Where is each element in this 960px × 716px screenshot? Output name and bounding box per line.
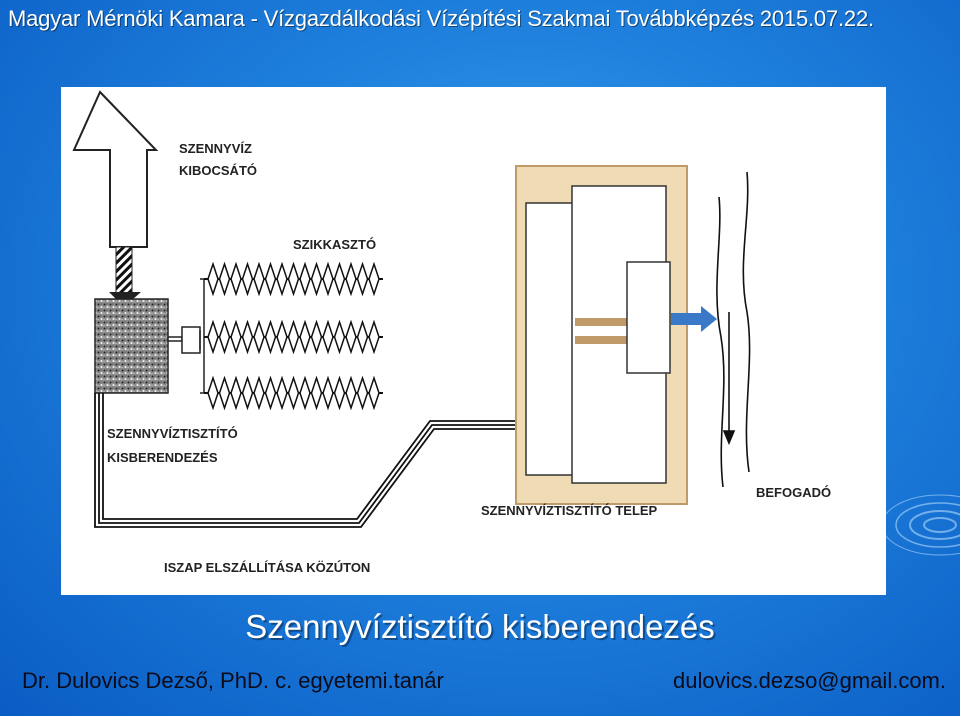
label-outlet-2: KIBOCSÁTÓ <box>179 163 257 178</box>
footer-email: dulovics.dezso@gmail.com. <box>673 668 946 693</box>
drain-diamond <box>333 261 346 297</box>
drain-diamond <box>310 261 323 297</box>
drain-diamond <box>276 319 288 355</box>
label-unit-1: SZENNYVÍZTISZTÍTÓ <box>107 426 238 441</box>
river-lines <box>716 171 751 488</box>
drain-diamond <box>368 375 380 411</box>
drain-diamond <box>264 319 277 355</box>
drain-diamond <box>253 261 265 297</box>
drain-diamond <box>310 375 323 411</box>
label-receiver: BEFOGADÓ <box>756 485 831 500</box>
drain-diamond <box>276 261 288 297</box>
drain-diamond <box>207 375 219 411</box>
drain-manifold <box>167 278 205 394</box>
drain-diamond <box>241 261 254 297</box>
label-unit-2: KISBERENDEZÉS <box>107 450 218 465</box>
drain-diamond <box>253 375 265 411</box>
label-drain: SZIKKASZTÓ <box>293 237 376 252</box>
outlet-arrow-icon <box>72 90 159 307</box>
header-title: Magyar Mérnöki Kamara - Vízgazdálkodási … <box>8 6 874 31</box>
drain-diamond <box>345 319 357 355</box>
drain-diamond <box>241 375 254 411</box>
drain-diamond <box>218 319 231 355</box>
drain-diamond <box>207 261 219 297</box>
drain-diamond <box>310 319 323 355</box>
drain-diamond <box>333 319 346 355</box>
drain-diamond <box>264 261 277 297</box>
label-plant: SZENNYVÍZTISZTÍTÓ TELEP <box>481 503 658 518</box>
drain-diamond <box>230 375 242 411</box>
treatment-unit-box <box>94 298 169 394</box>
drain-diamond <box>356 319 369 355</box>
drain-diamond <box>345 375 357 411</box>
drain-diamond <box>264 375 277 411</box>
drain-diamond <box>299 375 311 411</box>
drain-diamond <box>299 261 311 297</box>
drain-diamond <box>356 375 369 411</box>
drain-diamond <box>253 319 265 355</box>
drain-diamond <box>322 261 334 297</box>
drain-diamond <box>322 319 334 355</box>
treatment-diagram: SZENNYVÍZ KIBOCSÁTÓ SZIKKASZTÓ SZENNYVÍZ… <box>72 90 831 575</box>
drain-diamond <box>356 261 369 297</box>
sludge-pipe <box>94 393 521 528</box>
drain-diamond <box>218 261 231 297</box>
label-outlet-1: SZENNYVÍZ <box>179 141 252 156</box>
drain-diamond <box>230 261 242 297</box>
drain-diamond <box>287 319 300 355</box>
drain-diamond <box>333 375 346 411</box>
drain-diamond-row <box>207 261 380 411</box>
drain-diamond <box>207 319 219 355</box>
drain-diamond <box>218 375 231 411</box>
drain-diamond <box>230 319 242 355</box>
drain-diamond <box>322 375 334 411</box>
drain-diamond <box>299 319 311 355</box>
footer-author: Dr. Dulovics Dezső, PhD. c. egyetemi.tan… <box>22 668 444 693</box>
drain-diamond <box>287 375 300 411</box>
drain-diamond <box>368 261 380 297</box>
drain-diamond <box>368 319 380 355</box>
label-sludge: ISZAP ELSZÁLLÍTÁSA KÖZÚTON <box>164 560 370 575</box>
drain-diamond <box>241 319 254 355</box>
treatment-plant <box>515 165 688 505</box>
diagram-figure: SZENNYVÍZ KIBOCSÁTÓ SZIKKASZTÓ SZENNYVÍZ… <box>61 87 886 595</box>
drain-diamond <box>276 375 288 411</box>
drain-diamond <box>287 261 300 297</box>
effluent-arrow-icon <box>671 306 717 332</box>
slide-title: Szennyvíztisztító kisberendezés <box>245 608 715 645</box>
drain-diamond <box>345 261 357 297</box>
